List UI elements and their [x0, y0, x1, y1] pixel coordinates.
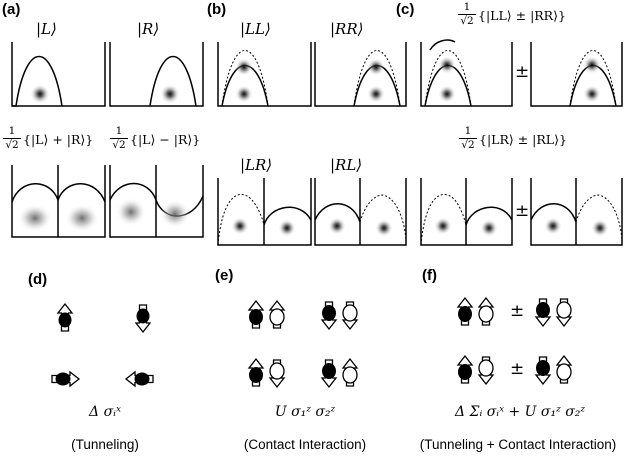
panel-c-well-RR [530, 42, 623, 107]
ket-RL: |RL⟩ [330, 156, 363, 174]
panel-b-well-RR [314, 42, 407, 107]
ket-L: |L⟩ [36, 20, 57, 38]
panel-e-pair-up-up [248, 300, 285, 329]
c-top-frac-num: 1 [458, 2, 476, 15]
d-caption: (Tunneling) [71, 437, 139, 452]
anti-frac-den: √2 [112, 138, 126, 151]
c-bottom-frac-den: √2 [461, 138, 475, 151]
anti-combination: {|L⟩ − |R⟩} [130, 132, 201, 147]
panel-b-well-LR [217, 178, 312, 246]
ket-R: |R⟩ [137, 20, 160, 38]
anti-fraction: 1 √2 [110, 126, 128, 150]
panel-c-well-RL [530, 178, 623, 246]
e-operator: U σ₁ᶻ σ₂ᶻ [274, 404, 336, 420]
panel-f-pair-down-up [535, 355, 572, 385]
panel-label-a: (a) [2, 1, 21, 18]
sym-frac-den: √2 [5, 138, 19, 151]
d-operator: Δ σᵢˣ [89, 404, 121, 420]
sym-combination: {|L⟩ + |R⟩} [23, 132, 94, 147]
f-bottom-plus-minus: ± [510, 359, 525, 379]
panel-c-well-LR [420, 178, 513, 246]
panel-d-spin-right [51, 371, 80, 387]
panel-a-well-R [109, 42, 204, 107]
panel-label-e: (e) [215, 267, 234, 284]
panel-label-c: (c) [396, 1, 415, 18]
anti-frac-num: 1 [110, 126, 128, 139]
panel-f-pair-up-down [457, 355, 494, 385]
panel-d-spin-up [57, 303, 73, 332]
c-bottom-frac-num: 1 [459, 126, 477, 139]
panel-b-well-RL [314, 178, 407, 246]
c-bottom-fraction: 1 √2 [459, 126, 477, 150]
panel-e-pair-up-down [248, 358, 285, 388]
ket-LR: |LR⟩ [240, 156, 273, 174]
panel-a-well-sym [11, 165, 106, 238]
panel-f-pair-down-down [535, 298, 572, 327]
sym-fraction: 1 √2 [3, 126, 21, 150]
c-top-fraction: 1 √2 [458, 2, 476, 26]
ket-RR: |RR⟩ [330, 20, 364, 38]
f-operator: Δ Σᵢ σᵢˣ + U σ₁ᶻ σ₂ᶻ [454, 404, 586, 420]
panel-a-well-L [11, 42, 106, 107]
panel-f-pair-up-up [457, 297, 494, 326]
f-top-plus-minus: ± [510, 301, 525, 321]
c-bottom-plus-minus: ± [515, 201, 530, 221]
panel-d-spin-down [135, 304, 151, 333]
panel-e-pair-down-up [321, 358, 358, 388]
ket-LL: |LL⟩ [240, 20, 271, 38]
panel-d-spin-left [125, 371, 154, 387]
panel-a-well-anti [109, 165, 204, 238]
c-top-frac-den: √2 [460, 14, 474, 27]
panel-e-pair-down-down [321, 301, 358, 330]
panel-label-d: (d) [28, 271, 48, 288]
panel-label-b: (b) [207, 1, 227, 18]
panel-label-f: (f) [422, 267, 437, 284]
c-top-plus-minus: ± [515, 62, 530, 82]
sym-frac-num: 1 [3, 126, 21, 139]
c-top-combination: {|LL⟩ ± |RR⟩} [478, 8, 566, 23]
c-bottom-combination: {|LR⟩ ± |RL⟩} [479, 132, 567, 147]
panel-c-well-LL [420, 39, 513, 107]
panel-b-well-LL [217, 42, 312, 107]
e-caption: (Contact Interaction) [243, 437, 367, 452]
f-caption: (Tunneling + Contact Interaction) [419, 437, 617, 452]
